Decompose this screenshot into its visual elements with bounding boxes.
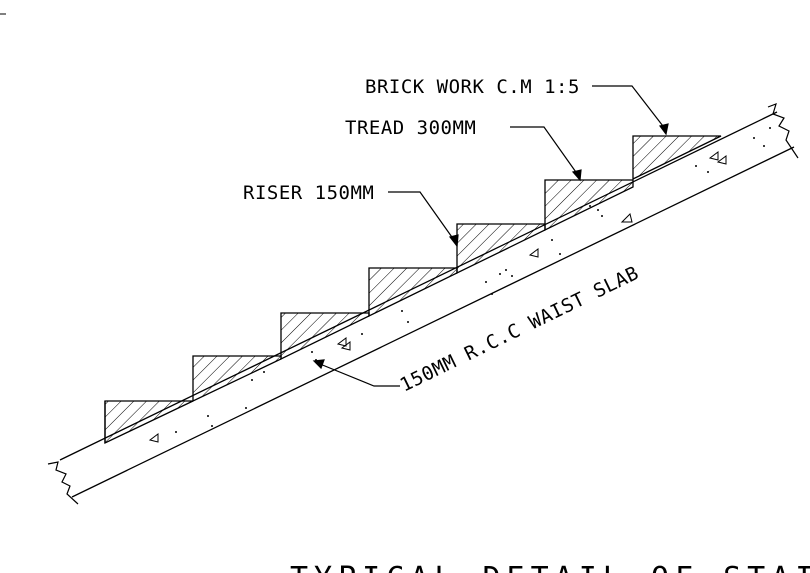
break-line-left xyxy=(47,461,79,505)
leader-lines xyxy=(312,85,669,387)
step-1 xyxy=(104,400,194,445)
step-5 xyxy=(456,223,546,275)
brick-work-leader xyxy=(592,85,667,131)
brick-work-label: BRICK WORK C.M 1:5 xyxy=(365,76,580,98)
step-6 xyxy=(544,179,634,232)
tread-label: TREAD 300MM xyxy=(345,117,476,139)
break-line-right xyxy=(767,103,799,159)
step-2 xyxy=(192,355,282,403)
step-3 xyxy=(280,312,370,361)
drawing-title: TYPICAL DETAIL OF STAIRCASE xyxy=(290,561,810,573)
riser-label: RISER 150MM xyxy=(243,182,374,204)
step-4 xyxy=(368,267,458,318)
waist-slab-leader xyxy=(319,363,400,387)
step-7 xyxy=(632,135,722,181)
concrete-aggregate xyxy=(148,151,727,443)
slab-bottom-line xyxy=(71,146,795,498)
tread-leader xyxy=(510,126,579,176)
stair-steps xyxy=(104,135,722,445)
concrete-dots xyxy=(175,127,771,433)
riser-leader xyxy=(388,191,455,241)
